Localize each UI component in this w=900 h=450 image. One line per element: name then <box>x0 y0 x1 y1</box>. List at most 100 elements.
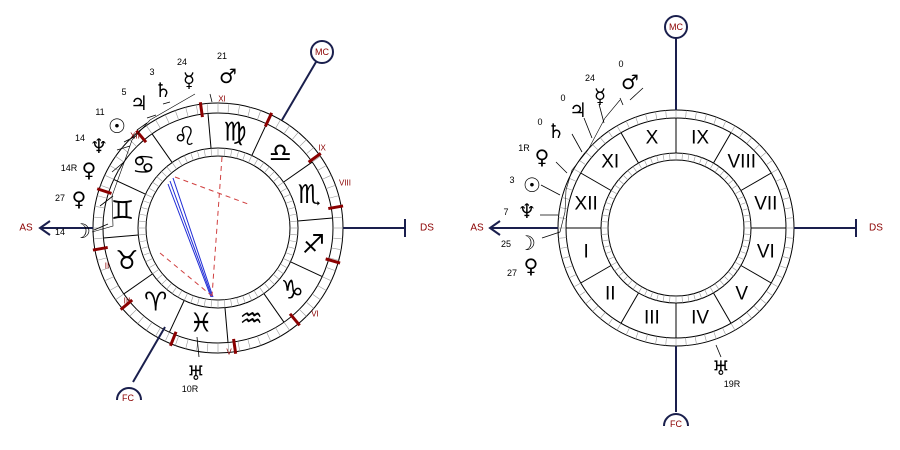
degree-tick <box>155 119 161 129</box>
degree-tick <box>635 331 639 339</box>
inner-degree-tick <box>276 269 284 275</box>
inner-degree-tick <box>190 152 194 161</box>
house-numeral: VII <box>754 193 777 214</box>
degree-tick <box>174 110 179 121</box>
degree-tick <box>760 151 767 158</box>
aspect-line <box>174 176 249 205</box>
inner-degree-tick <box>687 154 690 162</box>
house-cusp-marker <box>232 338 238 354</box>
planet-leader-line <box>99 195 114 207</box>
degree-tick <box>704 113 707 122</box>
inner-degree-tick <box>210 148 213 157</box>
sign-divider <box>224 307 229 343</box>
degree-tick <box>665 110 667 119</box>
degree-tick <box>730 125 736 133</box>
inner-degree-tick <box>138 220 147 223</box>
house-cusp-marker <box>263 112 274 128</box>
planet-leader-line <box>116 145 131 151</box>
degree-tick <box>100 267 111 272</box>
degree-tick <box>322 276 332 282</box>
planet-degree: 3 <box>509 175 514 185</box>
degree-tick <box>559 207 568 210</box>
degree-tick <box>227 103 230 114</box>
house-divider <box>620 292 639 324</box>
inner-degree-tick <box>741 208 749 211</box>
planet-icon: ♄ <box>547 119 565 143</box>
inner-degree-tick <box>719 170 725 177</box>
dsc-label: DS <box>420 223 434 234</box>
sign-divider <box>168 300 185 333</box>
inner-degree-tick <box>737 196 745 200</box>
inner-degree-tick <box>152 181 160 187</box>
planet-icon: ♄ <box>154 78 172 102</box>
house-numeral: IX <box>691 128 709 149</box>
degree-tick <box>771 282 779 288</box>
house-divider <box>740 172 772 191</box>
degree-tick <box>785 217 794 219</box>
inner-degree-tick <box>727 271 734 277</box>
planet-leader-line <box>619 97 624 106</box>
degree-tick <box>299 309 307 317</box>
planet-icon: ♀ <box>72 187 87 211</box>
house-divider <box>740 265 772 284</box>
house-cusp-marker <box>92 245 108 252</box>
degree-tick <box>247 107 251 117</box>
degree-tick <box>771 168 779 174</box>
planet-degree: 5 <box>121 87 126 97</box>
inner-degree-tick <box>669 153 671 161</box>
degree-tick <box>275 119 281 129</box>
planet-leader-line <box>540 184 561 196</box>
degree-tick <box>305 147 314 155</box>
ic-arc <box>663 413 689 427</box>
planet-degree: 0 <box>560 93 565 103</box>
inner-degree-tick <box>287 246 296 249</box>
planet-leader-line <box>136 122 148 131</box>
dsc-label: DS <box>869 223 883 234</box>
planet-leader-line <box>583 117 593 139</box>
degree-tick <box>206 103 209 114</box>
asc-label: AS <box>470 223 484 234</box>
degree-tick <box>746 137 753 144</box>
inner-degree-tick <box>264 166 270 174</box>
inner-degree-tick <box>253 158 259 166</box>
inner-degree-tick <box>197 297 200 306</box>
degree-tick <box>738 131 744 139</box>
aspect-line <box>167 183 212 298</box>
degree-tick <box>312 156 321 163</box>
inner-degree-tick <box>288 240 297 243</box>
inner-degree-tick <box>638 162 643 170</box>
degree-tick <box>625 327 630 336</box>
inner-degree-tick <box>714 166 720 173</box>
inner-degree-tick <box>632 166 638 173</box>
sign-divider <box>151 133 173 163</box>
degree-tick <box>247 339 251 349</box>
degree-tick <box>558 237 567 239</box>
planet-leader-line <box>571 133 583 153</box>
inner-degree-tick <box>698 157 702 165</box>
inner-degree-tick <box>145 193 153 198</box>
degree-tick <box>97 257 107 261</box>
sign-divider <box>297 217 333 222</box>
zodiac-sign-icon: ♊ <box>111 196 134 226</box>
inner-degree-tick <box>140 246 149 249</box>
inner-degree-tick <box>602 214 610 217</box>
degree-tick <box>257 110 262 121</box>
planet-degree: 11 <box>95 107 104 117</box>
degree-tick <box>704 334 707 343</box>
degree-tick <box>115 156 124 163</box>
inner-degree-tick <box>171 162 177 170</box>
degree-tick <box>592 305 599 312</box>
planet-degree: 27 <box>55 193 65 203</box>
degree-tick <box>558 217 567 219</box>
inner-degree-tick <box>142 200 151 204</box>
house-numeral: XI <box>601 152 619 173</box>
degree-tick <box>137 315 145 324</box>
sign-divider <box>251 123 268 156</box>
inner-ring <box>607 159 745 297</box>
inner-degree-tick <box>607 196 615 200</box>
planet-leader-line <box>715 344 722 358</box>
aspect-line <box>172 177 214 298</box>
degree-tick <box>237 104 241 115</box>
inner-degree-tick <box>622 174 629 181</box>
degree-tick <box>753 144 760 151</box>
